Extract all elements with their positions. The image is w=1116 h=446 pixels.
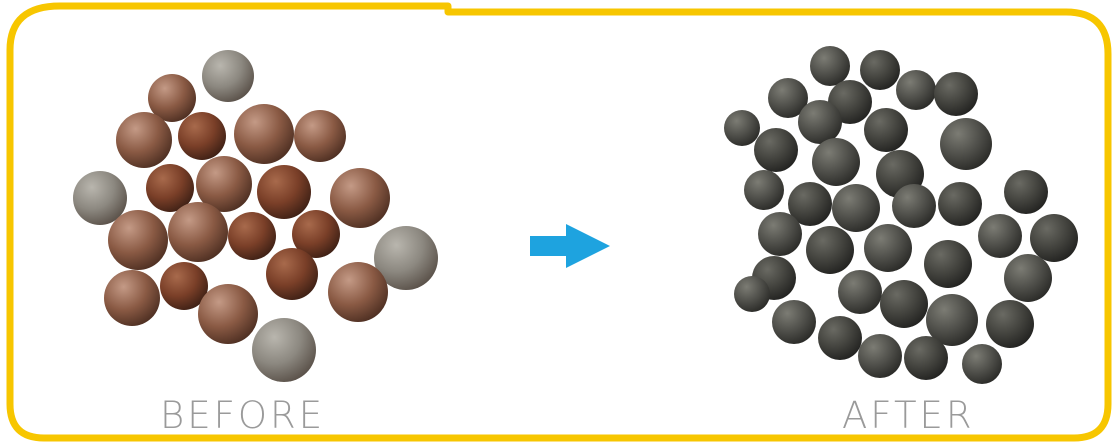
- before-pellets-image: [73, 50, 438, 382]
- arrow-right-icon: [530, 224, 610, 268]
- after-pellets-image: [724, 46, 1078, 384]
- before-label: BEFORE: [160, 394, 326, 437]
- after-label: AFTER: [842, 394, 975, 437]
